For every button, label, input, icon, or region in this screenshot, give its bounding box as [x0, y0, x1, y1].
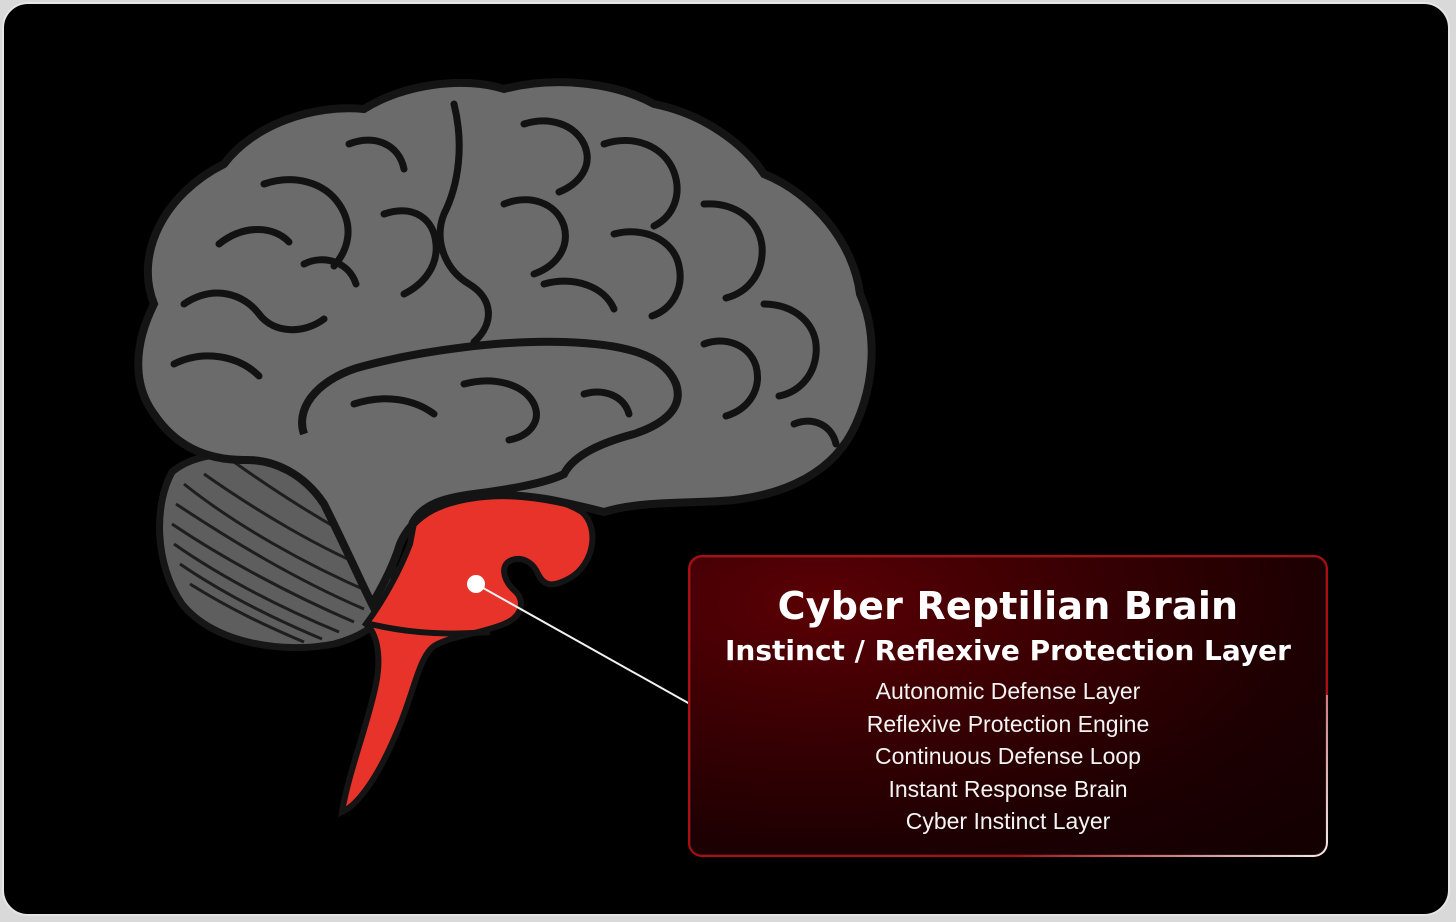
callout-item: Cyber Instinct Layer	[905, 808, 1111, 834]
cerebrum	[134, 78, 876, 613]
callout-connector	[467, 575, 691, 705]
callout-title: Cyber Reptilian Brain	[777, 584, 1239, 628]
callout-item: Continuous Defense Loop	[875, 743, 1141, 769]
callout-box: Cyber Reptilian Brain Instinct / Reflexi…	[688, 555, 1328, 857]
brainstem-marker-dot	[467, 575, 485, 593]
callout-item: Reflexive Protection Engine	[866, 710, 1150, 737]
brain-illustration	[134, 78, 876, 817]
brainstem	[338, 489, 596, 817]
callout-subtitle: Instinct / Reflexive Protection Layer	[725, 634, 1291, 667]
callout-item: Instant Response Brain	[888, 775, 1128, 802]
callout-item: Autonomic Defense Layer	[875, 678, 1141, 704]
callout-item-list: Autonomic Defense Layer Reflexive Protec…	[690, 675, 1326, 838]
